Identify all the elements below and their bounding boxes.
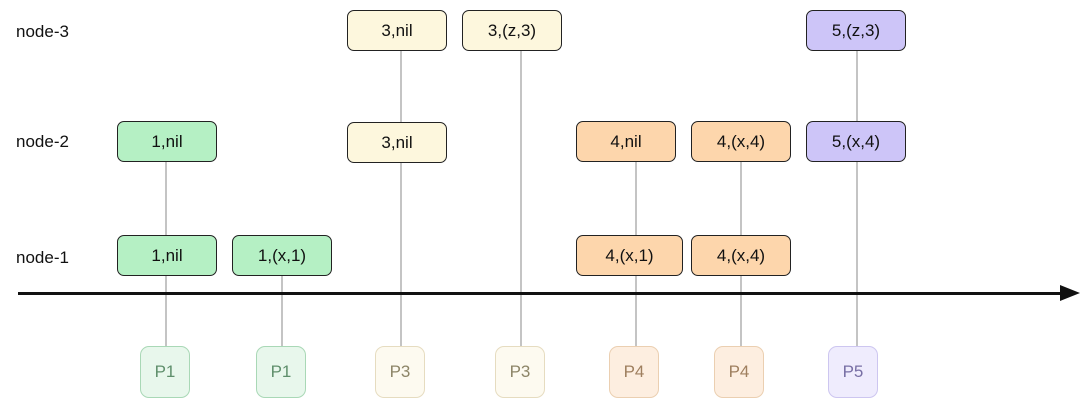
state-box: 4,(x,4) bbox=[691, 121, 791, 162]
state-box: 4,(x,1) bbox=[576, 235, 683, 276]
timeline-arrow-icon bbox=[1060, 285, 1080, 301]
node-3-label: node-3 bbox=[16, 22, 69, 41]
connector-line bbox=[856, 30, 858, 346]
process-label: P1 bbox=[256, 346, 306, 398]
connector-line bbox=[281, 254, 283, 346]
connector-line bbox=[400, 30, 402, 346]
state-box: 5,(z,3) bbox=[806, 10, 906, 51]
state-box: 3,nil bbox=[347, 122, 447, 163]
process-label: P1 bbox=[140, 346, 190, 398]
process-label: P3 bbox=[375, 346, 425, 398]
process-label: P4 bbox=[609, 346, 659, 398]
state-box: 3,nil bbox=[347, 10, 447, 51]
state-box: 4,(x,4) bbox=[691, 235, 791, 276]
state-box: 3,(z,3) bbox=[462, 10, 562, 51]
timeline-axis bbox=[18, 292, 1070, 295]
state-box: 4,nil bbox=[576, 121, 676, 162]
state-box: 1,(x,1) bbox=[232, 235, 332, 276]
node-2-label: node-2 bbox=[16, 132, 69, 151]
state-box: 5,(x,4) bbox=[806, 121, 906, 162]
connector-line bbox=[520, 30, 522, 346]
process-label: P4 bbox=[714, 346, 764, 398]
process-label: P3 bbox=[495, 346, 545, 398]
state-box: 1,nil bbox=[117, 121, 217, 162]
node-1-label: node-1 bbox=[16, 248, 69, 267]
state-box: 1,nil bbox=[117, 235, 217, 276]
process-label: P5 bbox=[828, 346, 878, 398]
